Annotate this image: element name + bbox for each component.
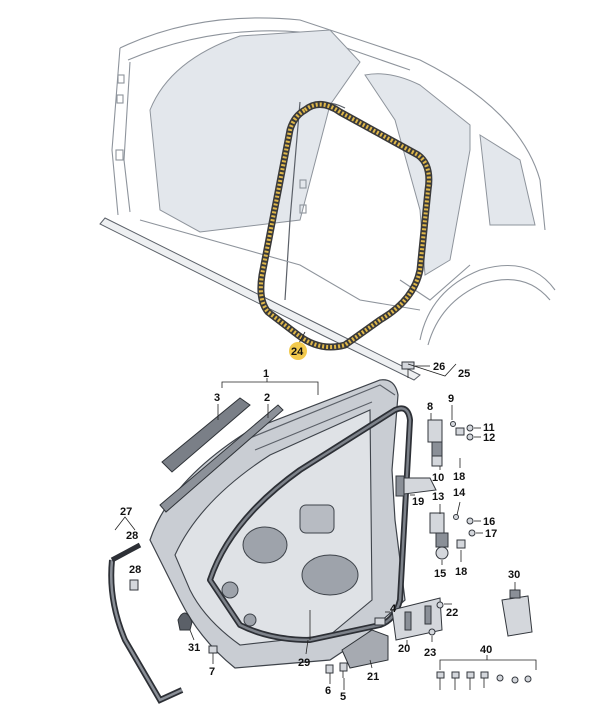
callout-12: 12	[483, 432, 495, 444]
callout-21: 21	[367, 671, 379, 683]
callout-28a: 28	[126, 530, 138, 542]
callout-6: 6	[325, 685, 331, 697]
callout-23: 23	[424, 647, 436, 659]
window-strip-3	[161, 397, 251, 473]
callout-11: 11	[483, 422, 495, 434]
lower-hinge	[429, 512, 466, 560]
callout-25: 25	[458, 368, 470, 380]
callout-15: 15	[434, 568, 446, 580]
door-panel	[149, 379, 406, 669]
callout-4: 4	[390, 603, 397, 615]
door-opening-seal-highlighted	[257, 101, 433, 351]
callout-9: 9	[448, 393, 454, 405]
upper-hinge	[427, 419, 465, 467]
callout-29: 29	[298, 657, 310, 669]
callout-24: 24	[291, 346, 304, 358]
callout-30: 30	[508, 569, 520, 581]
callout-26: 26	[433, 361, 445, 373]
clip-26	[401, 361, 415, 378]
leader-lines	[114, 331, 537, 690]
callout-10: 10	[432, 472, 444, 484]
callout-1: 1	[263, 368, 269, 380]
sealant-container-30	[501, 589, 533, 637]
clip-28	[129, 579, 139, 591]
callout-19: 19	[412, 496, 424, 508]
hinge-bolts-lower	[453, 514, 476, 537]
callout-14: 14	[453, 487, 466, 499]
callout-8: 8	[427, 401, 433, 413]
check-strap-19	[395, 475, 437, 497]
fastener-set-40	[436, 671, 532, 690]
bolt-7	[208, 645, 218, 662]
cover-31	[177, 612, 193, 631]
callout-17: 17	[485, 528, 497, 540]
callout-22: 22	[446, 607, 458, 619]
screw-4	[374, 617, 386, 626]
callout-18a: 18	[453, 471, 465, 483]
door-lock-bracket-20	[391, 597, 444, 641]
callout-16: 16	[483, 516, 495, 528]
vehicle-body-outline	[99, 17, 556, 381]
window-strip-2	[159, 404, 284, 513]
callout-3: 3	[214, 392, 220, 404]
callout-40: 40	[480, 644, 492, 656]
callout-20: 20	[398, 643, 410, 655]
callout-31: 31	[188, 642, 200, 654]
callout-28b: 28	[129, 564, 141, 576]
handle-cover-21	[341, 629, 389, 669]
callout-13: 13	[432, 491, 444, 503]
highlight-badge-24	[289, 342, 307, 360]
screw-5-6	[325, 662, 348, 680]
callout-2: 2	[264, 392, 270, 404]
callout-27: 27	[120, 506, 132, 518]
door-seal	[207, 405, 413, 643]
callout-5: 5	[340, 691, 346, 703]
callout-labels: 24 1 2 3 25 26 8 9 11 12 10 18 19 13 14 …	[120, 342, 520, 703]
callout-18b: 18	[455, 566, 467, 578]
frame-seal-27	[108, 542, 184, 704]
hinge-bolts-upper	[450, 421, 474, 441]
callout-7: 7	[209, 666, 215, 678]
